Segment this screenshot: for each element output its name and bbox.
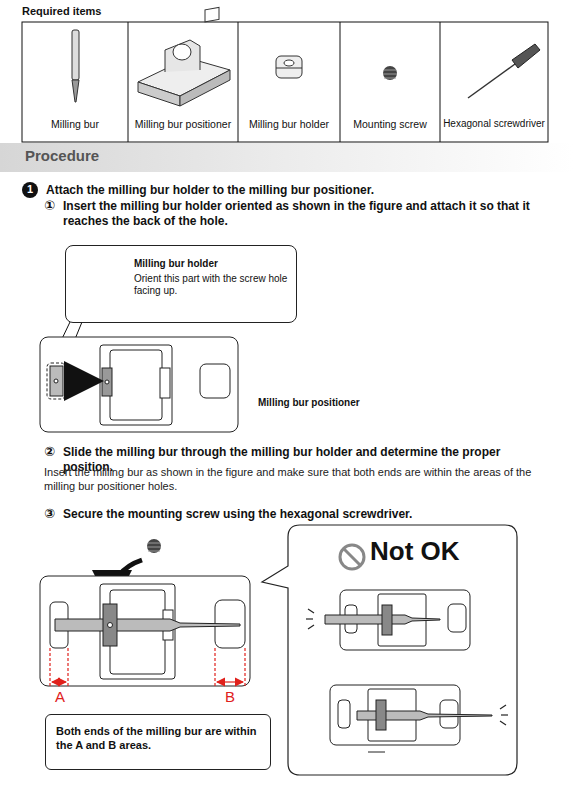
- step-circle: [22, 182, 38, 198]
- notok-heading: Not OK: [290, 528, 512, 570]
- insert-arrow: [70, 379, 94, 384]
- notok-panel: [262, 525, 517, 775]
- bad-case-right: [330, 685, 492, 745]
- substep-number: ③: [44, 506, 64, 522]
- prohibit-icon: [340, 545, 364, 569]
- substep-heading: Secure the mounting screw using the hexa…: [63, 507, 543, 522]
- substep-heading: Insert the milling bur holder oriented a…: [63, 199, 543, 229]
- area-marks: [50, 648, 245, 688]
- substep-number: ②: [44, 444, 64, 460]
- substep-number: ①: [44, 198, 64, 214]
- screw-icon: [383, 66, 397, 80]
- holder-icon: [276, 56, 302, 78]
- node-heading: Both ends of the milling bur are within …: [56, 725, 260, 753]
- step-number: 1: [22, 183, 38, 197]
- area-letter: A: [52, 688, 68, 707]
- section-band: Procedure: [0, 143, 573, 172]
- note-box: Both ends of the milling bur are within …: [45, 714, 271, 770]
- section-title: Required items: [22, 5, 101, 19]
- item-name: Milling bur holder: [238, 118, 340, 131]
- item-name: Hexagonal screwdriver: [440, 118, 548, 131]
- node-heading: Milling bur holder: [134, 258, 288, 271]
- item-name: Milling bur positioner: [128, 118, 238, 131]
- bad-case-left: [325, 590, 470, 650]
- part-label: Milling bur positioner: [258, 397, 408, 410]
- positioner-icon: [138, 7, 230, 106]
- item-name: Milling bur: [22, 118, 128, 131]
- instruction-text: Insert the milling bur as shown in the f…: [44, 466, 554, 494]
- positioner-top: [40, 337, 238, 432]
- bur-icon: [72, 30, 79, 102]
- screwdriver-icon: [468, 44, 540, 98]
- step-heading: Attach the milling bur holder to the mil…: [46, 183, 546, 198]
- area-letter: B: [222, 688, 238, 707]
- node-heading: Procedure: [25, 147, 99, 166]
- tick: [368, 752, 385, 753]
- item-name: Mounting screw: [340, 118, 440, 131]
- positioner-with-bur: [40, 576, 250, 686]
- note-box: Milling bur holderOrient this part with …: [65, 245, 297, 323]
- node-heading: Not OK: [370, 538, 460, 564]
- node-body: Orient this part with the screw hole fac…: [134, 273, 288, 298]
- items-table: [22, 22, 548, 142]
- screw: [147, 539, 161, 553]
